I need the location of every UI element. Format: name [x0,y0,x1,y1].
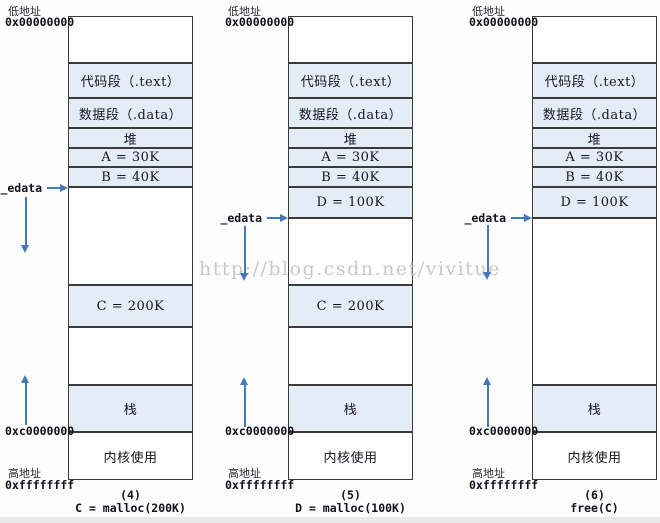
memory-segment-row: C = 200K [68,285,193,327]
memory-segment-row: 堆 [288,128,413,148]
memory-segment-row: 代码段（.text） [68,63,193,98]
address-bottom-label: 0xffffffff [5,478,75,492]
edata-arrow-icon [524,214,532,222]
memory-segment-row: B = 40K [532,167,657,187]
memory-segment-row: 栈 [532,385,657,432]
memory-empty-row [68,16,193,63]
memory-segment-row: D = 100K [532,187,657,218]
watermark-text: http://blog.csdn.net/vivitue [199,258,501,280]
edata-arrow-line [511,217,526,219]
memory-segment-row: 堆 [68,128,193,148]
edata-arrow-line [47,187,62,189]
heap-grow-arrow-icon [483,272,491,280]
address-bottom-label: 0xffffffff [469,478,539,492]
high-address-label: 高地址 [472,467,505,480]
memory-segment-row: 内核使用 [68,432,193,480]
memory-segment-row: D = 100K [288,187,413,218]
memory-empty-row [68,327,193,385]
memory-segment-row: A = 30K [68,148,193,167]
heap-grow-arrow-line [487,225,489,272]
figure-code-caption: free(C) [570,501,619,515]
heap-grow-arrow-icon [21,245,29,253]
low-address-label: 低地址 [228,5,261,18]
edata-label: _edata [0,181,42,195]
figure-number-caption: (5) [340,488,361,502]
memory-empty-row [532,218,657,385]
stack-grow-arrow-icon [21,375,29,383]
memory-segment-row: B = 40K [288,167,413,187]
memory-empty-row [532,16,657,63]
address-mid-label: 0xc0000000 [225,424,295,438]
figure-code-caption: C = malloc(200K) [75,501,186,515]
memory-segment-row: C = 200K [288,285,413,327]
stack-grow-arrow-icon [240,377,248,385]
high-address-label: 高地址 [8,467,41,480]
low-address-label: 低地址 [8,5,41,18]
stack-grow-arrow-line [487,385,489,427]
address-mid-label: 0xc0000000 [5,424,75,438]
figure-number-caption: (6) [584,488,605,502]
address-top-label: 0x00000000 [225,15,295,29]
heap-grow-arrow-line [244,226,246,273]
memory-empty-row [288,218,413,285]
memory-segment-row: 数据段（.data） [532,98,657,128]
address-top-label: 0x00000000 [5,15,75,29]
image-bottom-strip [0,517,660,523]
memory-segment-row: 代码段（.text） [532,63,657,98]
edata-label: _edata [464,211,506,225]
stack-grow-arrow-line [244,385,246,427]
figure-number-caption: (4) [120,488,141,502]
heap-grow-arrow-icon [240,273,248,281]
memory-segment-row: B = 40K [68,167,193,187]
address-bottom-label: 0xffffffff [225,478,295,492]
edata-label: _edata [220,211,262,225]
heap-grow-arrow-line [25,197,27,245]
high-address-label: 高地址 [228,467,261,480]
memory-segment-row: A = 30K [288,148,413,167]
memory-segment-row: 栈 [68,385,193,432]
memory-segment-row: A = 30K [532,148,657,167]
memory-segment-row: 栈 [288,385,413,432]
memory-segment-row: 堆 [532,128,657,148]
memory-segment-row: 数据段（.data） [288,98,413,128]
memory-segment-row: 内核使用 [532,432,657,480]
address-mid-label: 0xc0000000 [469,424,539,438]
low-address-label: 低地址 [472,5,505,18]
memory-empty-row [288,327,413,385]
memory-segment-row: 代码段（.text） [288,63,413,98]
memory-empty-row [288,16,413,63]
stack-grow-arrow-line [25,383,27,425]
memory-segment-row: 内核使用 [288,432,413,480]
edata-arrow-line [267,217,282,219]
memory-segment-row: 数据段（.data） [68,98,193,128]
stack-grow-arrow-icon [483,377,491,385]
edata-arrow-icon [280,214,288,222]
edata-arrow-icon [60,184,68,192]
memory-empty-row [68,187,193,285]
figure-code-caption: D = malloc(100K) [295,501,406,515]
address-top-label: 0x00000000 [469,15,539,29]
